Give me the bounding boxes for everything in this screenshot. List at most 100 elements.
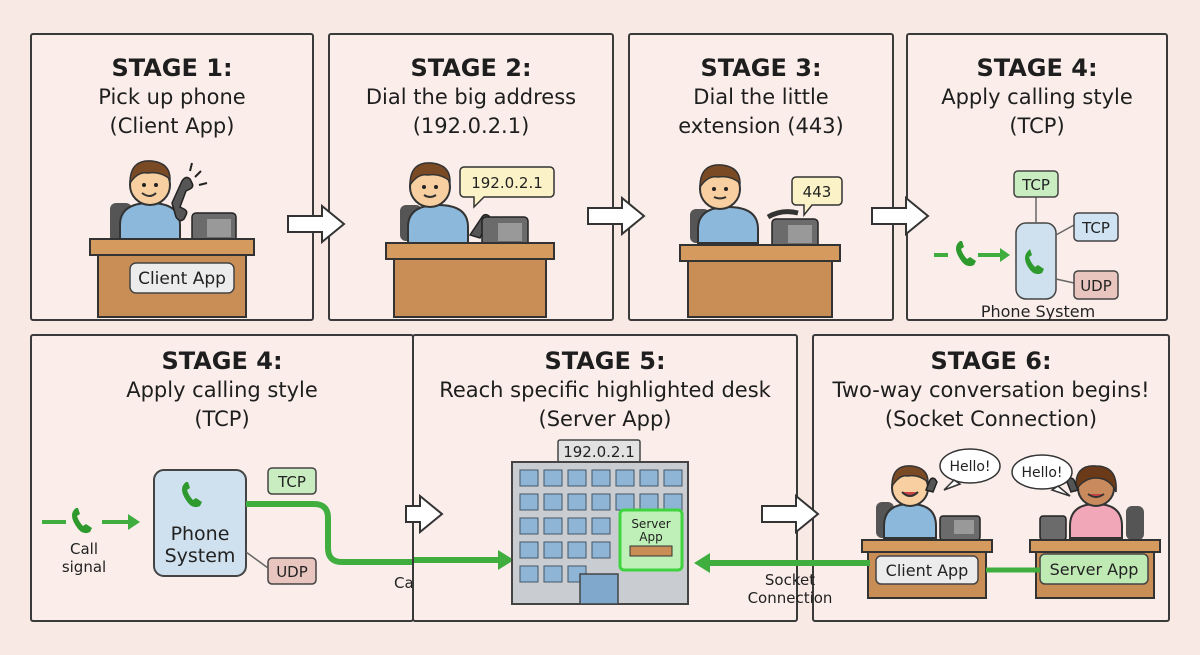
ip-bubble-text: 192.0.2.1 bbox=[471, 174, 543, 192]
stage-2-title: STAGE 2: bbox=[410, 54, 532, 82]
server-desk-icon bbox=[1029, 539, 1161, 553]
chair-icon bbox=[1126, 506, 1144, 540]
person-icon bbox=[119, 160, 181, 246]
arrow-stage2-to-3 bbox=[587, 196, 646, 236]
person-icon bbox=[697, 164, 759, 244]
phone-system-box bbox=[153, 469, 247, 577]
stage-4b-illustration: Call signal Phone System TCP UDP Call bbox=[42, 467, 412, 592]
desk-phone-icon bbox=[481, 216, 529, 248]
stage-1-heading: STAGE 1: Pick up phone (Client App) bbox=[32, 53, 312, 141]
stage-3-heading: STAGE 3: Dial the little extension (443) bbox=[630, 53, 892, 141]
call-signal-label-1: Call bbox=[70, 540, 98, 558]
stage-2-line1: Dial the big address bbox=[365, 85, 577, 109]
stage-5-panel: STAGE 5: Reach specific highlighted desk… bbox=[412, 334, 798, 622]
stage-1-illustration: Client App bbox=[89, 160, 255, 318]
stage-6-heading: STAGE 6: Two-way conversation begins! (S… bbox=[814, 346, 1168, 434]
client-desk-icon bbox=[861, 539, 993, 553]
desk-phone-icon bbox=[191, 212, 237, 244]
stage-5-line1: Reach specific highlighted desk bbox=[439, 378, 771, 402]
signal-arrow-icon bbox=[934, 241, 1010, 267]
client-person-icon bbox=[883, 465, 937, 539]
client-handset-icon bbox=[924, 477, 938, 493]
stage-5-line2: (Server App) bbox=[538, 407, 672, 431]
desk-phone-icon bbox=[766, 209, 819, 250]
stage-2-panel: STAGE 2: Dial the big address (192.0.2.1… bbox=[328, 33, 614, 321]
udp-badge bbox=[267, 557, 317, 585]
small-desk-icon bbox=[629, 545, 673, 557]
tcp-right-badge bbox=[1073, 212, 1119, 242]
arrow-stage3-to-4 bbox=[871, 196, 930, 236]
phone-system-label: Phone System bbox=[981, 302, 1095, 320]
stage-1-title: STAGE 1: bbox=[111, 54, 233, 82]
stage-6-line2: (Socket Connection) bbox=[884, 407, 1098, 431]
handset-icon bbox=[171, 162, 208, 222]
udp-badge-text: UDP bbox=[276, 563, 308, 581]
stage-3-illustration: 443 bbox=[679, 164, 843, 318]
udp-text: UDP bbox=[1080, 277, 1112, 295]
person-icon bbox=[407, 162, 469, 244]
tcp-badge-text: TCP bbox=[277, 473, 306, 491]
stage-4b-panel: STAGE 4: Apply calling style (TCP) Call … bbox=[30, 334, 414, 622]
desk-icon bbox=[385, 242, 555, 318]
server-app-label: Server App bbox=[1050, 560, 1139, 579]
phone-system-line1: Phone bbox=[171, 523, 230, 545]
server-person-icon bbox=[1069, 465, 1123, 539]
call-arrowhead bbox=[498, 550, 514, 570]
stage-6-title: STAGE 6: bbox=[930, 347, 1052, 375]
building-door bbox=[579, 573, 619, 605]
phone-icon bbox=[1025, 249, 1044, 275]
stage-4b-line2: (TCP) bbox=[194, 407, 250, 431]
stage-3-line2: extension (443) bbox=[678, 114, 844, 138]
stage-4a-illustration: TCP TCP UDP Phone System bbox=[934, 170, 1119, 320]
stage-5-illustration: 192.0.2.1 Server App bbox=[414, 439, 689, 605]
extension-bubble-text: 443 bbox=[803, 183, 832, 201]
arrow-stage4-to-5 bbox=[405, 494, 444, 534]
desk-icon bbox=[679, 244, 841, 318]
stage-1-panel: STAGE 1: Pick up phone (Client App) bbox=[30, 33, 314, 321]
socket-label-line1: Socket bbox=[764, 571, 816, 589]
socket-connection-label: Socket Connection bbox=[738, 571, 842, 607]
hello-left-text: Hello! bbox=[949, 459, 990, 475]
ip-speech-bubble: 192.0.2.1 bbox=[459, 166, 555, 209]
stage-3-title: STAGE 3: bbox=[700, 54, 822, 82]
building-sign-text: 192.0.2.1 bbox=[563, 443, 635, 461]
stage-4b-title: STAGE 4: bbox=[161, 347, 283, 375]
stage-4b-heading: STAGE 4: Apply calling style (TCP) bbox=[32, 346, 412, 434]
stage-5-title: STAGE 5: bbox=[544, 347, 666, 375]
client-app-label: Client App bbox=[886, 561, 969, 580]
stage-3-panel: STAGE 3: Dial the little extension (443)… bbox=[628, 33, 894, 321]
stage-6-illustration: Client App Server App Hello! Hello! bbox=[861, 448, 1161, 599]
stage-4a-heading: STAGE 4: Apply calling style (TCP) bbox=[908, 53, 1166, 141]
server-desk-phone-icon bbox=[1039, 515, 1067, 541]
call-signal-icon bbox=[42, 508, 140, 534]
client-app-label: Client App bbox=[138, 269, 226, 289]
stage-4b-line1: Apply calling style bbox=[126, 378, 318, 402]
tcp-top-text: TCP bbox=[1021, 176, 1050, 194]
stage-4a-line2: (TCP) bbox=[1009, 114, 1065, 138]
stage-2-heading: STAGE 2: Dial the big address (192.0.2.1… bbox=[330, 53, 612, 141]
stage-3-line1: Dial the little bbox=[693, 85, 829, 109]
server-desk-line1: Server bbox=[631, 517, 670, 531]
client-app-plate bbox=[129, 262, 235, 294]
server-desk-line2: App bbox=[639, 530, 662, 544]
client-app-plate bbox=[875, 555, 979, 585]
stage-4a-line1: Apply calling style bbox=[941, 85, 1133, 109]
stage-2-line2: (192.0.2.1) bbox=[412, 114, 530, 138]
tcp-right-text: TCP bbox=[1081, 219, 1110, 237]
extension-speech-bubble: 443 bbox=[791, 176, 843, 218]
tcp-top-badge bbox=[1013, 170, 1059, 198]
call-label: Call bbox=[394, 574, 412, 592]
stage-2-illustration: 192.0.2.1 bbox=[385, 162, 555, 318]
hello-right-bubble: Hello! bbox=[1011, 454, 1073, 497]
stage-6-line1: Two-way conversation begins! bbox=[832, 378, 1150, 402]
phone-icon bbox=[182, 482, 202, 508]
client-desk-phone-icon bbox=[939, 515, 981, 541]
tcp-badge bbox=[267, 467, 317, 495]
socket-connection-arrow bbox=[694, 553, 870, 573]
stage-5-heading: STAGE 5: Reach specific highlighted desk… bbox=[414, 346, 796, 434]
udp-badge bbox=[1073, 270, 1119, 300]
stage-4a-panel: STAGE 4: Apply calling style (TCP) TCP T… bbox=[906, 33, 1168, 321]
stage-4a-title: STAGE 4: bbox=[976, 54, 1098, 82]
stage-1-line2: (Client App) bbox=[109, 114, 235, 138]
phone-system-device bbox=[1015, 222, 1057, 300]
